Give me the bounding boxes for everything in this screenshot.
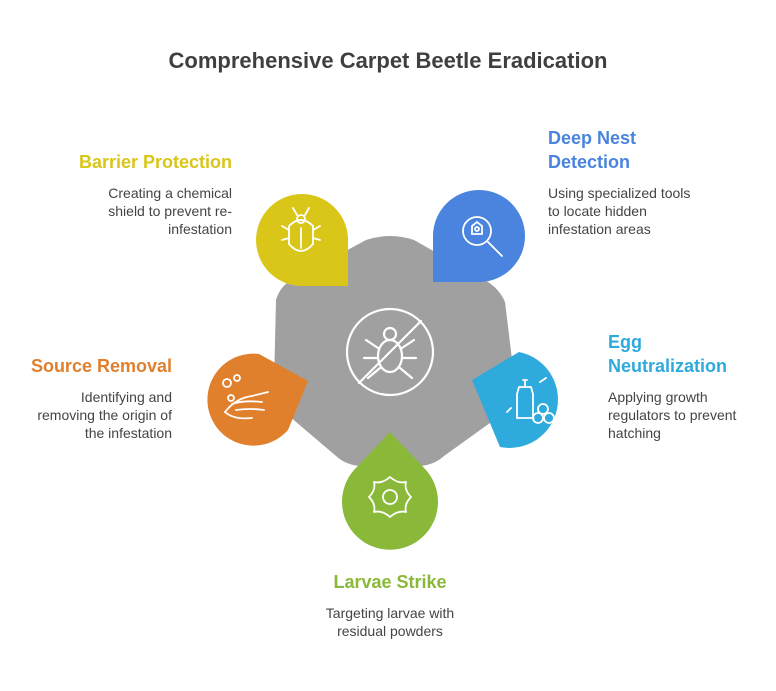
source-heading: Source Removal — [30, 356, 172, 376]
barrier-petal — [256, 194, 348, 286]
deep-nest-description: Using specialized tools to locate hidden… — [548, 185, 691, 237]
source-text: Source Removal Identifying and removing … — [10, 354, 172, 442]
powder-icon — [368, 476, 412, 518]
egg-heading: Egg Neutralization — [608, 332, 728, 376]
no-bug-icon — [345, 307, 435, 397]
hand-wash-icon — [222, 374, 269, 420]
egg-description: Applying growth regulators to prevent ha… — [608, 389, 737, 441]
deep-nest-text: Deep Nest Detection Using specialized to… — [548, 126, 758, 238]
bug-icon — [281, 207, 321, 252]
magnifier-icon — [462, 216, 503, 257]
deep-nest-heading: Deep Nest Detection — [548, 128, 637, 172]
larvae-text: Larvae Strike Targeting larvae with resi… — [240, 570, 540, 640]
larvae-description: Targeting larvae with residual powders — [325, 605, 455, 639]
barrier-heading: Barrier Protection — [78, 152, 232, 172]
egg-petal — [472, 352, 558, 448]
barrier-description: Creating a chemical shield to prevent re… — [108, 185, 232, 237]
source-petal — [207, 353, 308, 446]
center-pentagon — [273, 236, 516, 466]
page-title: Comprehensive Carpet Beetle Eradication — [168, 48, 608, 73]
source-description: Identifying and removing the origin of t… — [37, 389, 172, 441]
barrier-text: Barrier Protection Creating a chemical s… — [30, 150, 232, 238]
spray-eggs-icon — [506, 377, 555, 424]
egg-text: Egg Neutralization Applying growth regul… — [608, 330, 768, 442]
deep-nest-petal — [433, 190, 525, 282]
larvae-heading: Larvae Strike — [333, 572, 447, 592]
